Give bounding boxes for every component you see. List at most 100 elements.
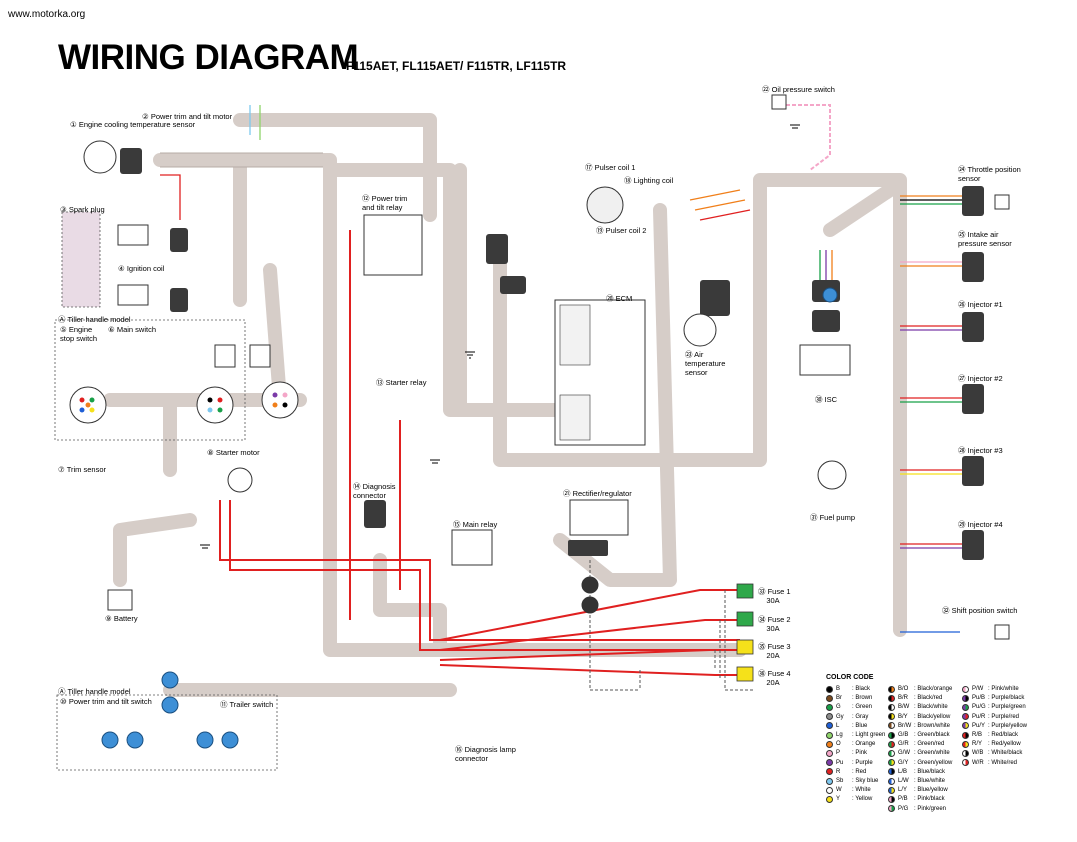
legend-code: L: [836, 722, 840, 729]
label-injector-2: ㉗ Injector #2: [958, 374, 1003, 383]
label-fuse-1: ㉝ Fuse 1 30A: [758, 587, 791, 605]
legend-code: P/W: [972, 686, 984, 692]
legend-item: L/B: Blue/black: [888, 767, 945, 777]
color-swatch: [962, 703, 969, 711]
legend-item: B/Y: Black/yellow: [888, 712, 950, 722]
label-intake-pressure: ㉕ Intake air pressure sensor: [958, 230, 1012, 248]
color-swatch: [826, 795, 833, 803]
label-ecm: ⑳ ECM: [606, 294, 633, 303]
legend-item: Y: Yellow: [826, 794, 872, 804]
color-swatch: [962, 722, 969, 730]
legend-name: : Sky blue: [852, 778, 879, 784]
color-swatch: [888, 703, 895, 711]
label-battery: ⑨ Battery: [105, 614, 138, 623]
color-swatch: [826, 703, 833, 711]
legend-code: Pu: [836, 759, 844, 766]
legend-item: P/G : Pink/green: [888, 804, 946, 814]
legend-code: B/R: [898, 695, 909, 702]
label-rectifier: ㉑ Rectifier/regulator: [563, 489, 632, 498]
legend-item: B/W: Black/white: [888, 702, 948, 712]
legend-item: B/O: Black/orange: [888, 684, 952, 694]
main-relay-box: [451, 529, 493, 566]
legend-name: : Purple/green: [988, 704, 1026, 711]
color-swatch: [962, 713, 969, 721]
color-swatch: [962, 685, 969, 693]
label-shift-switch: ㉜ Shift position switch: [942, 606, 1018, 615]
color-swatch: [888, 713, 895, 721]
color-swatch: [826, 722, 833, 730]
page-title: WIRING DIAGRAM: [58, 38, 359, 77]
label-ptt-switch: ⑩ Power trim and tilt switch: [60, 697, 152, 706]
label-diag-lamp: ⑯ Diagnosis lamp connector: [455, 745, 516, 763]
legend-item: B/R: Black/red: [888, 693, 942, 703]
color-swatch: [962, 740, 969, 748]
legend-code: R: [836, 768, 841, 775]
shift-switch-box: [994, 624, 1010, 640]
legend-item: W: White: [826, 785, 871, 795]
legend-code: G: [836, 704, 841, 711]
legend-item: L/Y: Blue/yellow: [888, 785, 948, 795]
legend-item: Lg: Light green: [826, 730, 885, 740]
color-swatch: [962, 749, 969, 757]
color-swatch: [888, 795, 895, 803]
color-swatch: [826, 740, 833, 748]
legend-name: : Pink/black: [914, 796, 945, 803]
legend-item: Pu/R: Purple/red: [962, 712, 1019, 722]
legend-name: : Black: [852, 686, 871, 692]
label-pulser-coil-1: ⑰ Pulser coil 1: [585, 163, 636, 172]
color-swatch: [826, 694, 833, 702]
legend-code: P/G: [898, 805, 909, 812]
legend-item: R/B: Red/black: [962, 730, 1018, 740]
label-isc: ㉚ ISC: [815, 395, 838, 404]
legend-code: Gy: [836, 713, 844, 720]
color-swatch: [888, 805, 895, 813]
label-injector-4: ㉙ Injector #4: [958, 520, 1003, 529]
legend-item: L: Blue: [826, 721, 867, 731]
legend-name: : Purple/yellow: [988, 722, 1028, 729]
legend-name: : Green/black: [914, 732, 950, 738]
legend-name: : White: [852, 787, 871, 794]
legend-code: Pu/B: [972, 695, 986, 702]
label-tiller-2: Ⓐ Tiller handle model: [58, 687, 131, 696]
legend-name: : Red/black: [988, 732, 1019, 738]
legend-name: : Blue/white: [914, 778, 946, 784]
ignition-coil-2: [117, 284, 149, 306]
legend-code: Br/W: [898, 722, 912, 729]
label-tiller-1: Ⓐ Tiller handle model: [58, 315, 131, 324]
legend-name: : Pink/green: [914, 805, 947, 812]
label-starter-relay: ⑬ Starter relay: [376, 378, 427, 387]
tiller-switches: [101, 287, 838, 749]
legend-code: R/Y: [972, 741, 983, 748]
spark-plug-box: [61, 211, 101, 308]
legend-name: : Blue/black: [914, 768, 946, 775]
label-starter-motor: ⑧ Starter motor: [207, 448, 260, 457]
legend-name: : Green/yellow: [914, 759, 953, 766]
legend-name: : Orange: [852, 741, 876, 748]
label-trim-sensor: ⑦ Trim sensor: [58, 465, 106, 474]
color-swatch: [962, 694, 969, 702]
legend-name: : Brown: [852, 695, 873, 702]
legend-item: P/W: Pink/white: [962, 684, 1019, 694]
legend-item: R/Y: Red/yellow: [962, 739, 1021, 749]
legend-name: : Green/red: [914, 741, 945, 748]
label-tps: ㉔ Throttle position sensor: [958, 165, 1021, 183]
pt-coupler: [214, 344, 236, 368]
legend-code: G/W: [898, 750, 910, 757]
legend-name: : Yellow: [852, 796, 873, 803]
page-subtitle: F115AET, FL115AET/ F115TR, LF115TR: [346, 59, 567, 73]
label-diagnosis-connector: ⑭ Diagnosis connector: [353, 482, 396, 500]
legend-name: : Red: [852, 768, 867, 775]
color-swatch: [826, 731, 833, 739]
legend-code: Pu/Y: [972, 722, 986, 729]
legend-item: G: Green: [826, 702, 872, 712]
legend-item: Gy: Gray: [826, 712, 868, 722]
legend-item: Sb: Sky blue: [826, 776, 878, 786]
legend-item: L/W: Blue/white: [888, 776, 945, 786]
color-swatch: [888, 786, 895, 794]
legend-code: Pu/R: [972, 713, 986, 720]
legend-item: Pu/B: Purple/black: [962, 693, 1024, 703]
label-engine-stop: ⑤ Engine stop switch: [60, 325, 98, 343]
legend-item: W/R: White/red: [962, 758, 1017, 768]
